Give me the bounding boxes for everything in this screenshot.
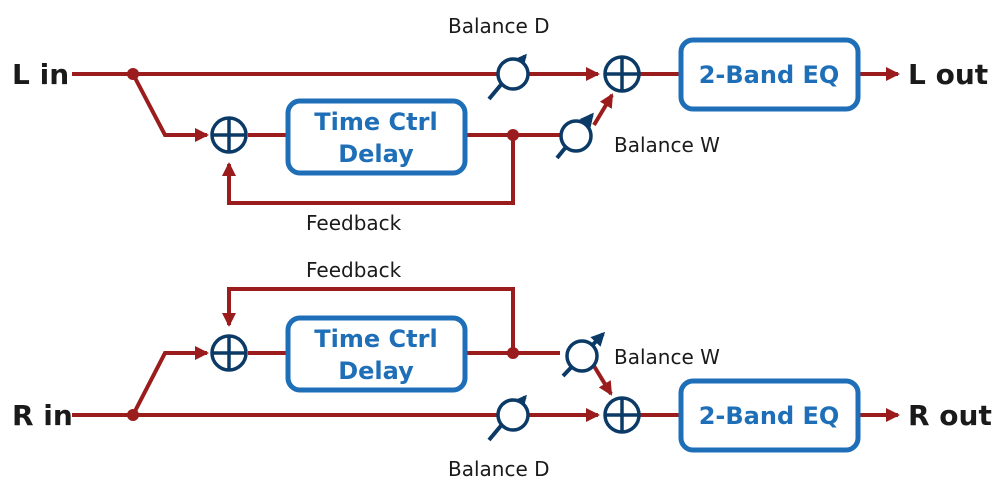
left-split-node <box>127 68 139 80</box>
left-wet-wire <box>592 93 614 127</box>
left-eq-label: 2-Band EQ <box>699 61 840 89</box>
right-eq-label: 2-Band EQ <box>699 402 840 430</box>
left-feedback-label: Feedback <box>306 211 402 235</box>
right-feedback-wire <box>222 287 515 353</box>
right-balance-d-knob-icon <box>487 394 530 442</box>
right-delay-label-2: Delay <box>338 357 414 385</box>
right-split-node <box>127 409 139 421</box>
right-eq-block <box>678 378 861 453</box>
right-input-label: R in <box>12 399 73 432</box>
right-output-sum-icon <box>603 396 641 434</box>
right-input-sum-icon <box>210 334 248 372</box>
left-balance-d-knob-icon <box>487 53 530 101</box>
right-channel: Time Ctrl Delay 2-Band EQ R in R out Fee… <box>12 258 992 481</box>
left-output-sum-icon <box>603 55 641 93</box>
left-balance-d-label: Balance D <box>448 14 550 38</box>
right-output-label: R out <box>908 399 992 432</box>
right-delay-block <box>285 315 468 393</box>
right-feedback-label: Feedback <box>306 258 402 282</box>
left-delay-block <box>285 98 468 176</box>
left-channel: Time Ctrl Delay 2-Band EQ L in L out Bal… <box>12 14 988 235</box>
right-wet-wire <box>592 364 613 396</box>
right-balance-d-label: Balance D <box>448 457 550 481</box>
left-balance-w-knob-icon <box>555 112 594 160</box>
right-balance-w-knob-icon <box>561 331 606 378</box>
left-output-label: L out <box>908 58 988 91</box>
left-eq-block <box>678 37 861 112</box>
left-delay-label-1: Time Ctrl <box>314 108 437 136</box>
right-balance-w-label: Balance W <box>614 345 720 369</box>
left-split-wire <box>131 73 209 142</box>
left-balance-w-label: Balance W <box>614 133 720 157</box>
right-delay-label-1: Time Ctrl <box>314 325 437 353</box>
left-delay-label-2: Delay <box>338 140 414 168</box>
left-input-label: L in <box>12 58 69 91</box>
right-split-wire <box>131 346 209 416</box>
left-feedback-wire <box>222 135 515 205</box>
left-input-sum-icon <box>210 116 248 154</box>
